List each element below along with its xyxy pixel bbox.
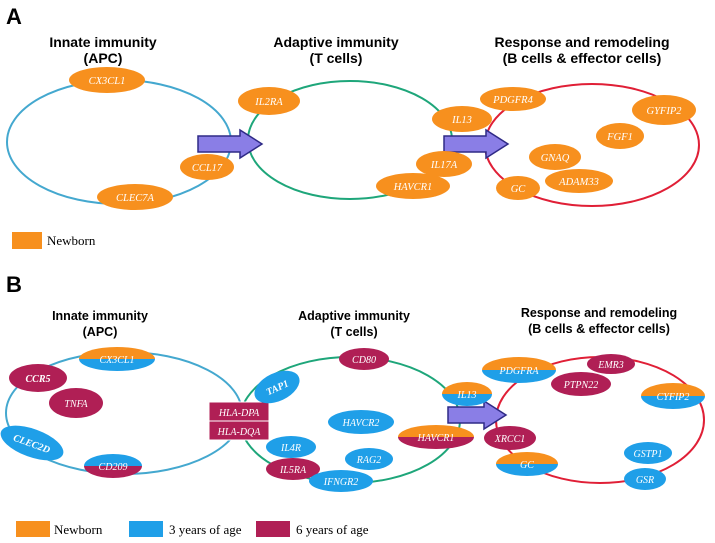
svg-text:FGF1: FGF1 [606, 132, 633, 143]
gene-b-clec2d: CLEC2D [0, 425, 64, 461]
gene-b-havcr2: HAVCR2 [328, 410, 394, 434]
gene-a-gc: GC [496, 176, 540, 200]
panel-b-response-title: Response and remodeling [521, 306, 677, 320]
gene-b-il13: IL13 [442, 382, 492, 406]
svg-text:PTPN22: PTPN22 [563, 380, 598, 391]
panel-a-response-subtitle: (B cells & effector cells) [503, 50, 662, 66]
panel-b-adaptive-subtitle: (T cells) [330, 325, 377, 339]
gene-b-cd209: CD209 [84, 454, 142, 478]
svg-text:IL4R: IL4R [280, 443, 301, 454]
gene-b-gsr: GSR [624, 468, 666, 490]
svg-text:CD80: CD80 [352, 355, 376, 366]
gene-b-gstp1: GSTP1 [624, 442, 672, 464]
gene-b-tap1: TAP1 [254, 370, 300, 404]
gene-b-rag2: RAG2 [345, 448, 393, 470]
gene-b-il4r: IL4R [266, 436, 316, 458]
gene-a-adam33: ADAM33 [545, 169, 613, 193]
gene-a-gnaq: GNAQ [529, 144, 581, 170]
gene-b-ptpn22: PTPN22 [551, 372, 611, 396]
gene-b-cyfip2: CYFIP2 [641, 383, 705, 409]
svg-text:HAVCR1: HAVCR1 [417, 433, 455, 444]
legend-b-year3-swatch [129, 521, 163, 537]
svg-text:CX3CL1: CX3CL1 [99, 355, 134, 366]
svg-text:XRCC1: XRCC1 [494, 434, 526, 445]
legend-a-newborn-label: Newborn [47, 233, 96, 248]
svg-text:TNFA: TNFA [64, 399, 88, 410]
gene-a-il2ra: IL2RA [238, 87, 300, 115]
gene-b-emr3: EMR3 [587, 354, 635, 374]
svg-text:IL5RA: IL5RA [279, 465, 307, 476]
gene-a-il13: IL13 [432, 106, 492, 132]
panel-a-innate-subtitle: (APC) [84, 50, 123, 66]
panel-a-arrow-1 [197, 128, 264, 160]
gene-b-ifngr2: IFNGR2 [309, 470, 373, 492]
svg-text:HAVCR1: HAVCR1 [393, 182, 433, 193]
svg-text:IFNGR2: IFNGR2 [323, 477, 358, 488]
svg-text:GNAQ: GNAQ [541, 153, 570, 164]
svg-text:PDGFR4: PDGFR4 [492, 95, 533, 106]
panel-b-adaptive-title: Adaptive immunity [298, 309, 410, 323]
gene-a-pdgfr4: PDGFR4 [480, 87, 546, 111]
svg-text:EMR3: EMR3 [597, 360, 624, 371]
panel-b-arrow [447, 399, 508, 431]
svg-text:HAVCR2: HAVCR2 [342, 418, 380, 429]
panel-a-response-title: Response and remodeling [494, 34, 669, 50]
gene-a-ccl17: CCL17 [180, 154, 234, 180]
panel-b-response-subtitle: (B cells & effector cells) [528, 322, 670, 336]
gene-b-il5ra: IL5RA [266, 458, 320, 480]
legend-b-newborn-label: Newborn [54, 522, 103, 537]
panel-a-innate-title: Innate immunity [49, 34, 157, 50]
svg-text:CD209: CD209 [99, 462, 128, 473]
gene-a-gyfip2: GYFIP2 [632, 95, 696, 125]
svg-text:GC: GC [520, 460, 534, 471]
svg-text:IL13: IL13 [457, 390, 477, 401]
gene-b-havcr1: HAVCR1 [398, 425, 474, 449]
svg-text:ADAM33: ADAM33 [558, 177, 599, 188]
gene-b-cd80: CD80 [339, 348, 389, 370]
gene-b-cx3cl1: CX3CL1 [79, 347, 155, 371]
gene-b-ccr5: CCR5 [9, 364, 67, 392]
legend-b-newborn-swatch [16, 521, 50, 537]
legend-b-year6-label: 6 years of age [296, 522, 369, 537]
legend-a-newborn-swatch [12, 232, 42, 249]
gene-b-hla-dqa: HLA-DQA [208, 420, 270, 441]
svg-text:IL17A: IL17A [430, 160, 458, 171]
gene-a-cx3cl1: CX3CL1 [69, 67, 145, 93]
panel-b-innate-title: Innate immunity [52, 309, 148, 323]
svg-text:CX3CL1: CX3CL1 [89, 76, 126, 87]
svg-text:GSTP1: GSTP1 [634, 449, 663, 460]
panel-a-letter: A [6, 4, 22, 29]
gene-a-havcr1: HAVCR1 [376, 173, 450, 199]
svg-text:IL2RA: IL2RA [254, 97, 283, 108]
panel-a-adaptive-subtitle: (T cells) [310, 50, 363, 66]
svg-text:CYFIP2: CYFIP2 [657, 392, 690, 403]
panel-a-adaptive-title: Adaptive immunity [273, 34, 398, 50]
gene-b-hla-dpa: HLA-DPA [208, 401, 270, 422]
svg-text:CCL17: CCL17 [192, 163, 223, 174]
svg-text:GYFIP2: GYFIP2 [647, 106, 683, 117]
gene-a-fgf1: FGF1 [596, 123, 644, 149]
legend-b-year3-label: 3 years of age [169, 522, 242, 537]
svg-text:HLA-DPA: HLA-DPA [218, 408, 260, 419]
svg-text:HLA-DQA: HLA-DQA [217, 427, 262, 438]
svg-text:GSR: GSR [636, 475, 654, 486]
gene-b-xrcc1: XRCC1 [484, 426, 536, 450]
svg-text:RAG2: RAG2 [356, 455, 381, 466]
svg-text:IL13: IL13 [451, 115, 472, 126]
svg-text:CCR5: CCR5 [25, 374, 50, 385]
svg-text:CLEC7A: CLEC7A [116, 193, 155, 204]
gene-b-gc: GC [496, 452, 558, 476]
panel-b-letter: B [6, 272, 22, 297]
svg-text:PDGFRA: PDGFRA [499, 366, 540, 377]
gene-b-pdgfra: PDGFRA [482, 357, 556, 383]
gene-a-clec7a: CLEC7A [97, 184, 173, 210]
gene-a-il17a: IL17A [416, 151, 472, 177]
legend-b-year6-swatch [256, 521, 290, 537]
gene-b-tnfa: TNFA [49, 388, 103, 418]
svg-text:GC: GC [511, 184, 527, 195]
panel-b-innate-subtitle: (APC) [83, 325, 118, 339]
